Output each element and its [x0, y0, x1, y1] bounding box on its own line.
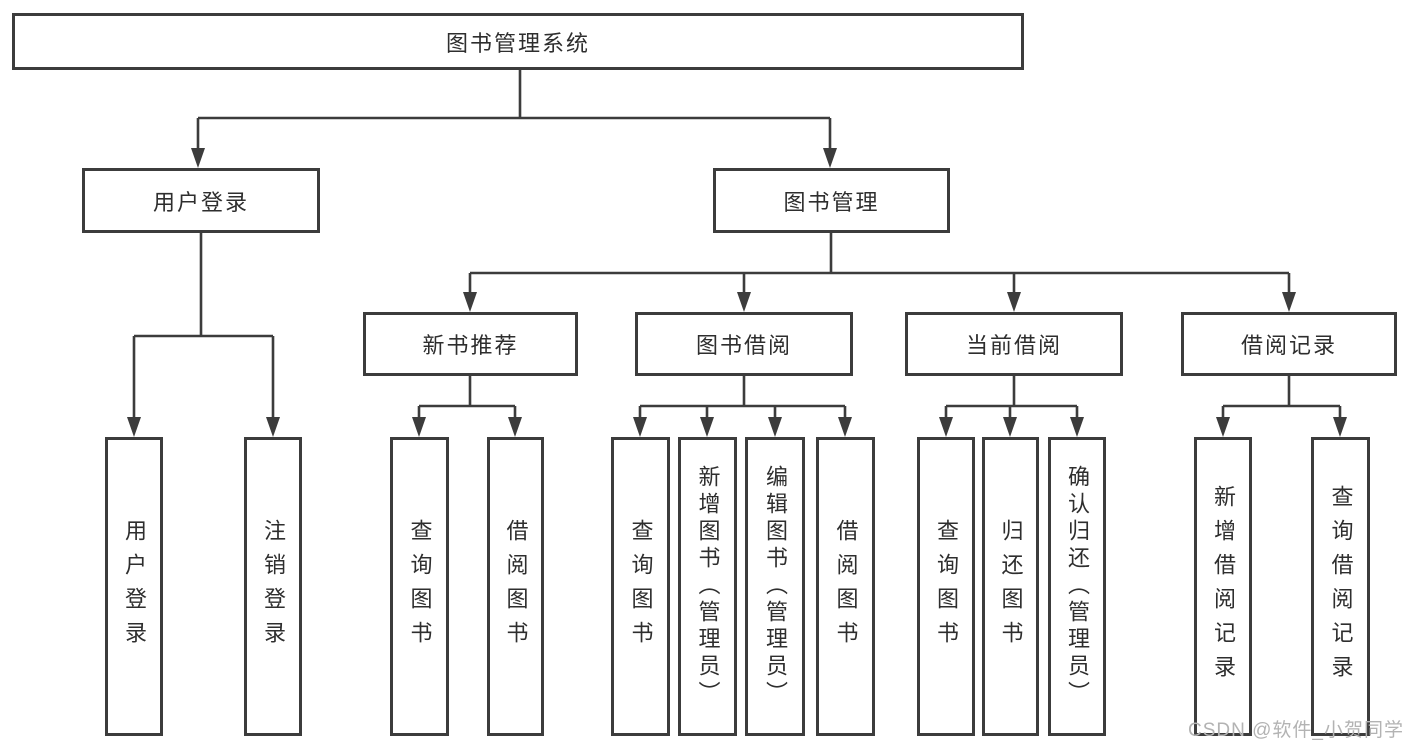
watermark-text: CSDN @软件_小贺同学 [1188, 720, 1404, 741]
node-leaf-user-login-label: 用户登录 [122, 518, 147, 655]
node-book-management: 图书管理 [713, 168, 950, 233]
node-leaf-edit-books-admin-label: 编辑图书（管理员） [763, 465, 788, 708]
node-leaf-logout: 注销登录 [244, 437, 302, 736]
node-book-borrow-label: 图书借阅 [695, 333, 792, 358]
node-book-management-label: 图书管理 [783, 189, 880, 215]
node-leaf-confirm-return-admin-label: 确认归还（管理员） [1065, 465, 1090, 708]
connector-new-book-recommend-to-leaves [412, 376, 522, 437]
node-leaf-add-borrow-record-label: 新增借阅记录 [1211, 484, 1236, 689]
node-user-login-branch: 用户登录 [82, 168, 320, 233]
node-root: 图书管理系统 [12, 13, 1024, 70]
node-leaf-query-books-recommend-label: 查询图书 [407, 518, 433, 655]
connector-book-management-to-level3 [463, 233, 1296, 312]
node-leaf-borrow-books-label: 借阅图书 [833, 518, 859, 655]
node-borrow-records: 借阅记录 [1181, 312, 1397, 376]
node-new-book-recommend: 新书推荐 [363, 312, 578, 376]
node-current-borrow: 当前借阅 [905, 312, 1123, 376]
node-root-label: 图书管理系统 [445, 30, 590, 56]
node-leaf-query-books-current: 查询图书 [917, 437, 975, 736]
connector-user-login-to-leaves [127, 233, 280, 437]
node-leaf-add-books-admin-label: 新增图书（管理员） [695, 465, 721, 708]
node-leaf-query-borrow-record-label: 查询借阅记录 [1328, 484, 1354, 689]
node-leaf-return-books-label: 归还图书 [998, 518, 1024, 655]
node-leaf-borrow-books: 借阅图书 [816, 437, 875, 736]
node-leaf-borrow-books-recommend: 借阅图书 [487, 437, 544, 736]
node-leaf-return-books: 归还图书 [982, 437, 1039, 736]
node-leaf-confirm-return-admin: 确认归还（管理员） [1048, 437, 1106, 736]
node-user-login-branch-label: 用户登录 [152, 189, 249, 215]
node-leaf-add-books-admin: 新增图书（管理员） [678, 437, 737, 736]
node-leaf-query-books-borrow: 查询图书 [611, 437, 670, 736]
node-leaf-query-books-current-label: 查询图书 [934, 518, 959, 655]
node-leaf-query-borrow-record: 查询借阅记录 [1311, 437, 1370, 736]
connector-book-borrow-to-leaves [633, 376, 852, 437]
node-leaf-query-books-recommend: 查询图书 [390, 437, 449, 736]
node-book-borrow: 图书借阅 [635, 312, 853, 376]
connector-borrow-records-to-leaves [1216, 376, 1347, 437]
node-leaf-user-login: 用户登录 [105, 437, 163, 736]
node-leaf-logout-label: 注销登录 [261, 518, 286, 655]
node-leaf-add-borrow-record: 新增借阅记录 [1194, 437, 1252, 736]
node-leaf-edit-books-admin: 编辑图书（管理员） [745, 437, 805, 736]
node-borrow-records-label: 借阅记录 [1240, 333, 1337, 358]
connector-current-borrow-to-leaves [939, 376, 1084, 437]
node-new-book-recommend-label: 新书推荐 [422, 333, 519, 358]
connector-root-to-level2 [191, 70, 837, 168]
node-leaf-borrow-books-recommend-label: 借阅图书 [503, 518, 529, 655]
node-leaf-query-books-borrow-label: 查询图书 [628, 518, 654, 655]
node-current-borrow-label: 当前借阅 [965, 333, 1062, 358]
